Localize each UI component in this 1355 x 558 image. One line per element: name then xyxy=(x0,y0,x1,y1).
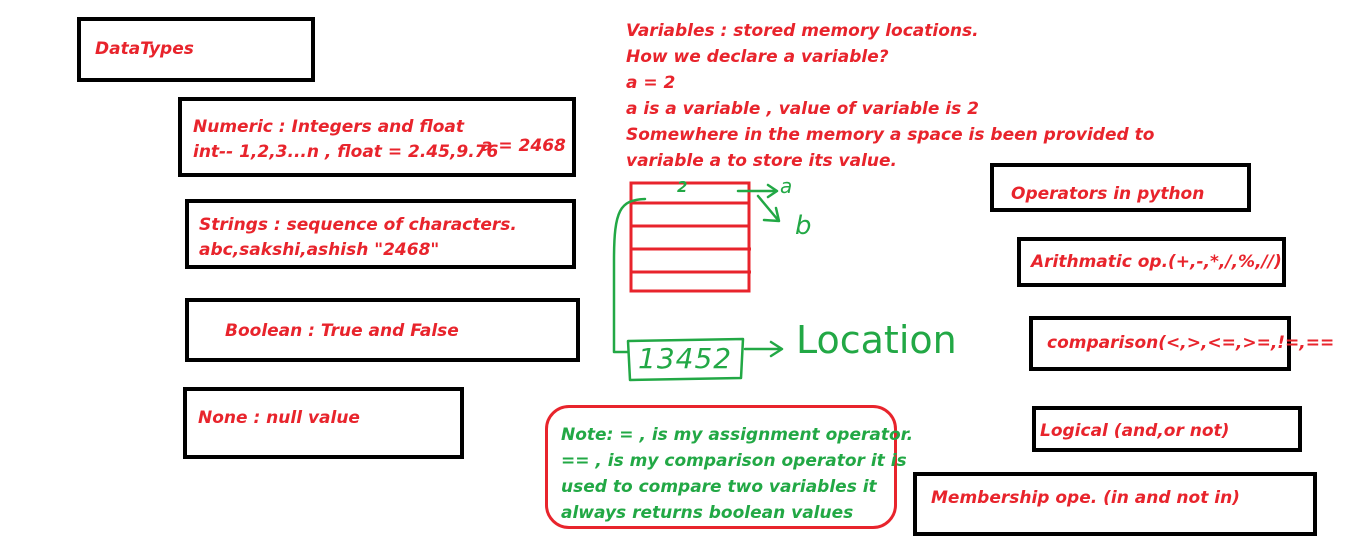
numeric-box xyxy=(178,97,576,177)
logical-text: Logical (and,or not) xyxy=(1040,421,1230,441)
operators-title: Operators in python xyxy=(1011,184,1205,204)
none-text: None : null value xyxy=(198,408,360,428)
logical-box xyxy=(1032,406,1302,452)
note-line3: used to compare two variables it xyxy=(561,477,877,497)
none-box xyxy=(183,387,464,459)
strings-line1: Strings : sequence of characters. xyxy=(199,215,517,235)
membership-text: Membership ope. (in and not in) xyxy=(931,488,1240,508)
datatypes-title-box xyxy=(77,17,315,82)
datatypes-title: DataTypes xyxy=(95,39,194,59)
operators-title-box xyxy=(990,163,1251,212)
membership-box xyxy=(913,472,1317,536)
boolean-text: Boolean : True and False xyxy=(225,321,459,341)
variables-line6: variable a to store its value. xyxy=(626,151,898,171)
note-box xyxy=(545,405,897,529)
strings-box xyxy=(185,199,576,269)
comparison-box xyxy=(1029,316,1291,371)
variables-line4: a is a variable , value of variable is 2 xyxy=(626,99,979,119)
strings-line2: abc,sakshi,ashish "2468" xyxy=(199,240,440,260)
variables-line5: Somewhere in the memory a space is been … xyxy=(626,125,1155,145)
variables-line1: Variables : stored memory locations. xyxy=(626,21,979,41)
numeric-example: a = 2468 xyxy=(481,136,566,156)
green-annotations xyxy=(612,183,784,382)
comparison-text: comparison(<,>,<=,>=,!=,== xyxy=(1047,333,1335,353)
variables-line2: How we declare a variable? xyxy=(626,47,889,67)
boolean-box xyxy=(185,298,580,362)
note-line1: Note: = , is my assignment operator. xyxy=(561,425,914,445)
numeric-line2: int-- 1,2,3...n , float = 2.45,9.76 xyxy=(193,142,499,162)
memory-address: 13452 xyxy=(638,342,733,375)
variable-b-label: b xyxy=(795,211,812,241)
memory-grid xyxy=(629,181,751,293)
arithmetic-text: Arithmatic op.(+,-,*,/,%,//) xyxy=(1031,252,1282,272)
arithmetic-box xyxy=(1017,237,1286,287)
variable-a-label: a xyxy=(780,174,793,198)
note-line4: always returns boolean values xyxy=(561,503,854,523)
numeric-line1: Numeric : Integers and float xyxy=(193,117,465,137)
note-line2: == , is my comparison operator it is xyxy=(561,451,907,471)
variables-line3: a = 2 xyxy=(626,73,676,93)
memory-cell-value: 2 xyxy=(677,178,688,196)
location-label: Location xyxy=(796,318,957,362)
